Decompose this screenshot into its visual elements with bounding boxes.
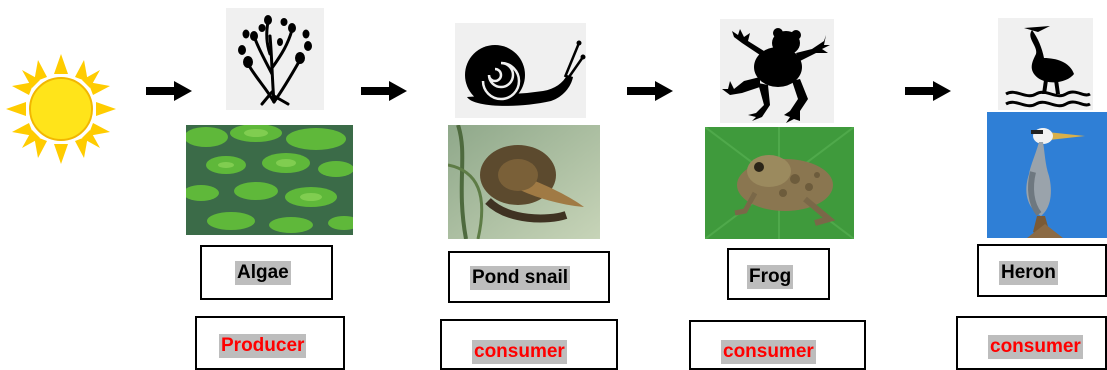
organism-name-box: Frog <box>727 248 830 300</box>
arrow-right-icon <box>627 81 673 101</box>
organism-name: Heron <box>999 261 1058 285</box>
trophic-role-box: consumer <box>956 316 1107 370</box>
trophic-role-box: Producer <box>195 316 345 370</box>
frog-silhouette-tile <box>720 19 834 123</box>
trophic-role: consumer <box>721 340 816 364</box>
organism-name: Frog <box>747 265 793 289</box>
heron-photo <box>987 112 1107 238</box>
arrow-right-icon <box>361 81 407 101</box>
pond-snail-photo <box>448 125 600 239</box>
heron-icon <box>998 18 1093 110</box>
frog-photo <box>705 127 854 239</box>
arrow-right-icon <box>905 81 951 101</box>
trophic-role: consumer <box>988 335 1083 359</box>
trophic-role: consumer <box>472 340 567 364</box>
organism-name: Pond snail <box>470 266 570 290</box>
trophic-role-box: consumer <box>689 320 866 370</box>
arrow-right-icon <box>146 81 192 101</box>
sun-icon <box>4 52 118 166</box>
trophic-role-box: consumer <box>440 319 618 370</box>
organism-name: Algae <box>235 261 291 285</box>
organism-name-box: Heron <box>977 244 1107 297</box>
snail-silhouette-tile <box>455 23 586 118</box>
organism-name-box: Algae <box>200 245 333 300</box>
trophic-role: Producer <box>219 334 306 358</box>
heron-silhouette-tile <box>998 18 1093 110</box>
frog-icon <box>720 19 834 123</box>
algae-photo <box>186 125 353 235</box>
algae-silhouette-tile <box>226 8 324 110</box>
snail-icon <box>455 23 586 118</box>
seaweed-icon <box>226 8 324 110</box>
organism-name-box: Pond snail <box>448 251 610 303</box>
